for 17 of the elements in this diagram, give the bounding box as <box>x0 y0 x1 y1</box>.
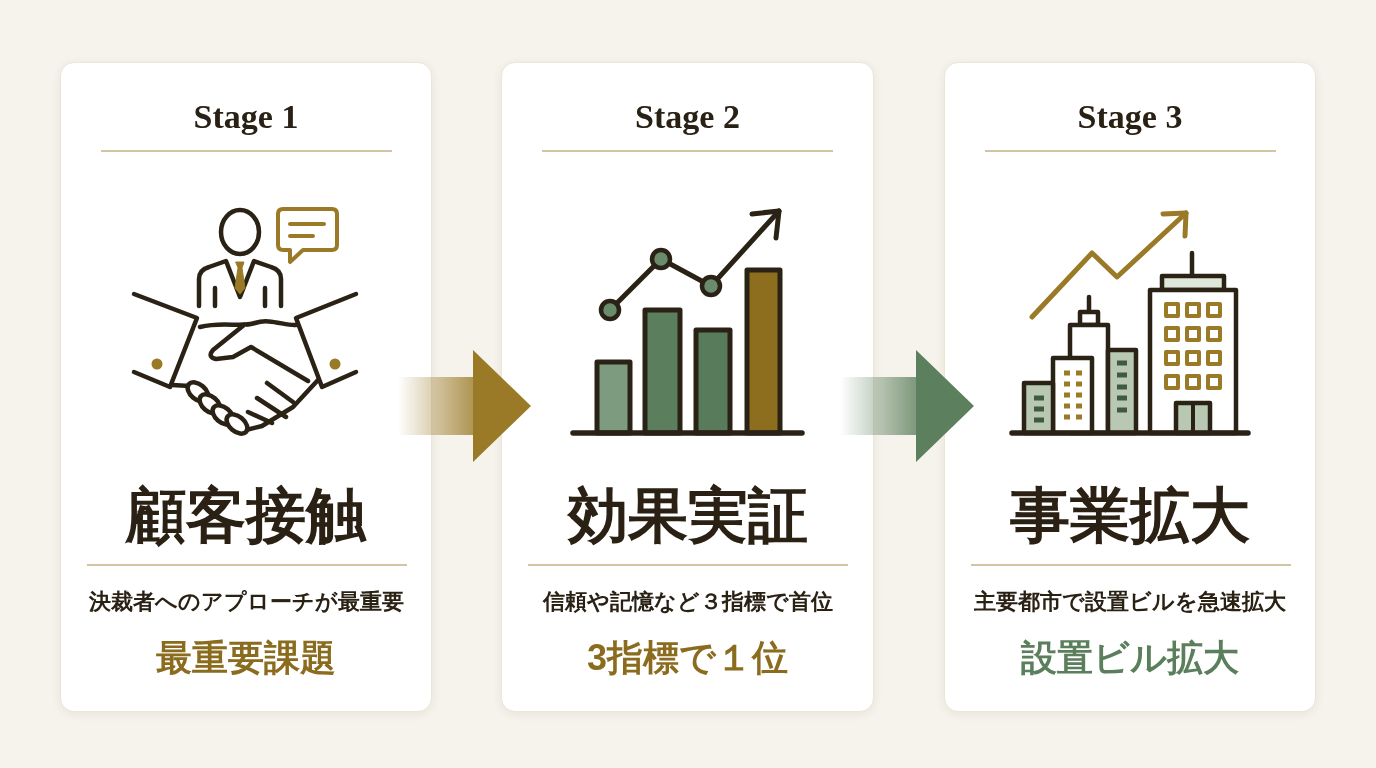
description-text: 決裁者へのアプローチが最重要 <box>88 589 404 616</box>
description-text: 主要都市で設置ビルを急速拡大 <box>974 589 1286 616</box>
stage-heading: Stage 3 <box>1077 97 1183 138</box>
highlight-text: 3指標で１位 <box>587 636 788 680</box>
highlight-text: 最重要課題 <box>156 636 336 680</box>
highlight-text: 設置ビル拡大 <box>1021 636 1239 680</box>
arrow <box>398 350 531 462</box>
stage-heading: Stage 2 <box>635 97 740 138</box>
description-text: 信頼や記憶など３指標で首位 <box>542 589 833 616</box>
stage-heading: Stage 1 <box>193 97 299 138</box>
stage-card <box>501 62 874 712</box>
stage-title: 効果実証 <box>567 482 808 551</box>
stage-title: 顧客接触 <box>126 482 366 551</box>
stage-card <box>60 62 432 712</box>
stage-title: 事業拡大 <box>1010 482 1250 551</box>
arrow <box>840 350 974 462</box>
stage-card <box>944 62 1316 712</box>
